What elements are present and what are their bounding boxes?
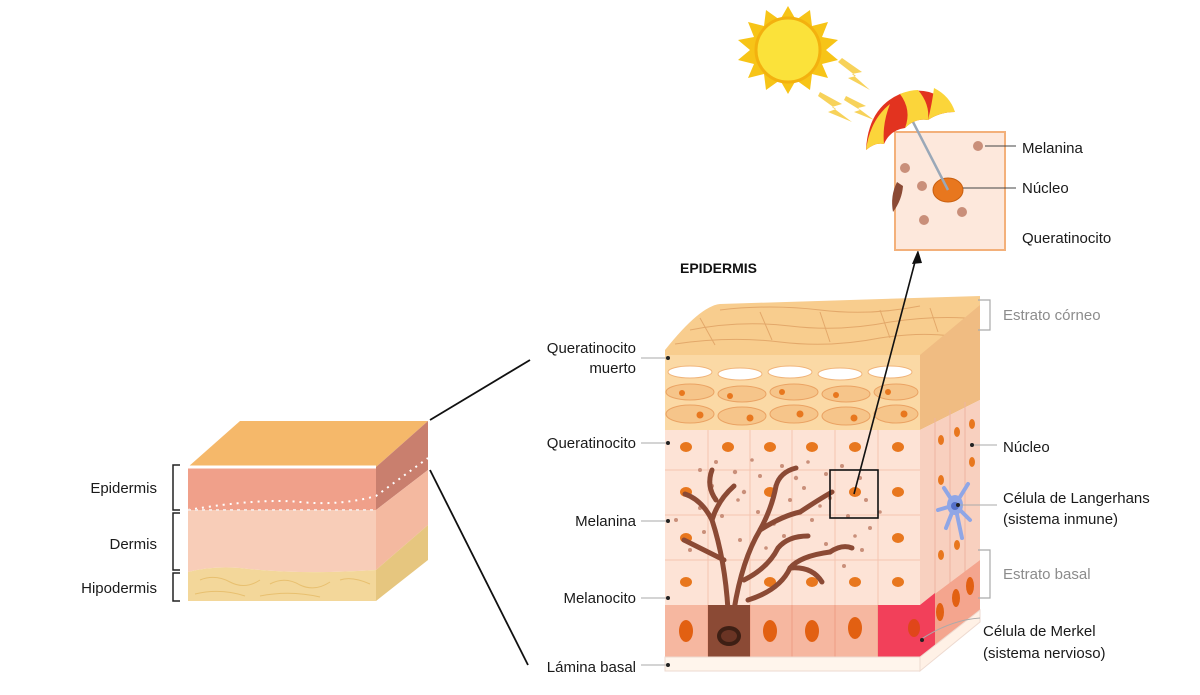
zoom-label-melanin: Melanina xyxy=(1022,140,1084,157)
epidermis-title: EPIDERMIS xyxy=(680,260,757,276)
skin-block: Epidermis Dermis Hipodermis xyxy=(81,360,530,665)
label-nucleus: Núcleo xyxy=(1003,439,1050,456)
label-merkel-2: (sistema nervioso) xyxy=(983,645,1106,662)
epidermis-block: EPIDERMIS xyxy=(547,250,1150,676)
label-langerhans-2: (sistema inmune) xyxy=(1003,511,1118,528)
label-melanocyte: Melanocito xyxy=(563,590,636,607)
sun-icon xyxy=(738,6,838,94)
zoom-label-nucleus: Núcleo xyxy=(1022,180,1069,197)
label-stratum-corneum: Estrato córneo xyxy=(1003,307,1101,324)
label-stratum-basale: Estrato basal xyxy=(1003,566,1091,583)
label-epidermis: Epidermis xyxy=(90,480,157,497)
label-merkel-1: Célula de Merkel xyxy=(983,623,1096,640)
basal-lamina xyxy=(665,657,920,671)
label-basal-lamina: Lámina basal xyxy=(547,659,636,676)
label-dead-keratinocyte-2: muerto xyxy=(589,360,636,377)
epidermis-layer xyxy=(188,467,376,510)
zoom-label-keratinocyte: Queratinocito xyxy=(1022,230,1111,247)
label-melanin: Melanina xyxy=(575,513,637,530)
label-hipodermis: Hipodermis xyxy=(81,580,157,597)
label-dermis: Dermis xyxy=(110,536,158,553)
zoom-cell: Melanina Núcleo Queratinocito xyxy=(738,6,1111,250)
label-keratinocyte: Queratinocito xyxy=(547,435,636,452)
label-langerhans-1: Célula de Langerhans xyxy=(1003,490,1150,507)
dermis-layer xyxy=(188,510,376,572)
label-dead-keratinocyte-1: Queratinocito xyxy=(547,340,636,357)
hypodermis-layer xyxy=(188,568,376,602)
lightning-icon xyxy=(818,58,874,122)
